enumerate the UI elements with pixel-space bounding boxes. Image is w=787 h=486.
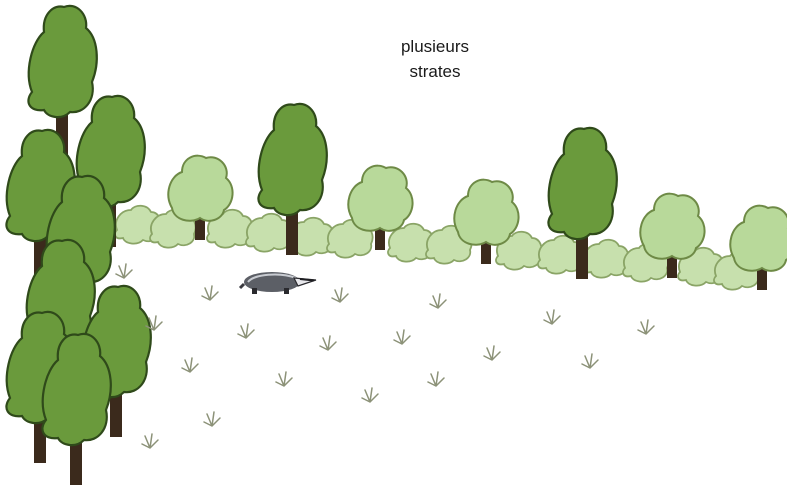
- grass-icon: [430, 294, 446, 308]
- badger-icon: [240, 272, 316, 294]
- bush-icon: [583, 240, 629, 278]
- grass-icon: [484, 346, 500, 360]
- grass-icon: [428, 372, 444, 386]
- grass-icon: [394, 330, 410, 344]
- grass-layer: [116, 264, 654, 448]
- grass-icon: [182, 358, 198, 372]
- bush-icon: [246, 214, 292, 252]
- grass-icon: [238, 324, 254, 338]
- grass-icon: [276, 372, 292, 386]
- grass-icon: [202, 286, 218, 300]
- grass-icon: [142, 434, 158, 448]
- grass-icon: [362, 388, 378, 402]
- grass-icon: [320, 336, 336, 350]
- grass-icon: [582, 354, 598, 368]
- grass-icon: [204, 412, 220, 426]
- grass-icon: [332, 288, 348, 302]
- grass-icon: [544, 310, 560, 324]
- grass-icon: [638, 320, 654, 334]
- grass-icon: [116, 264, 132, 278]
- forest-edge: [6, 6, 150, 485]
